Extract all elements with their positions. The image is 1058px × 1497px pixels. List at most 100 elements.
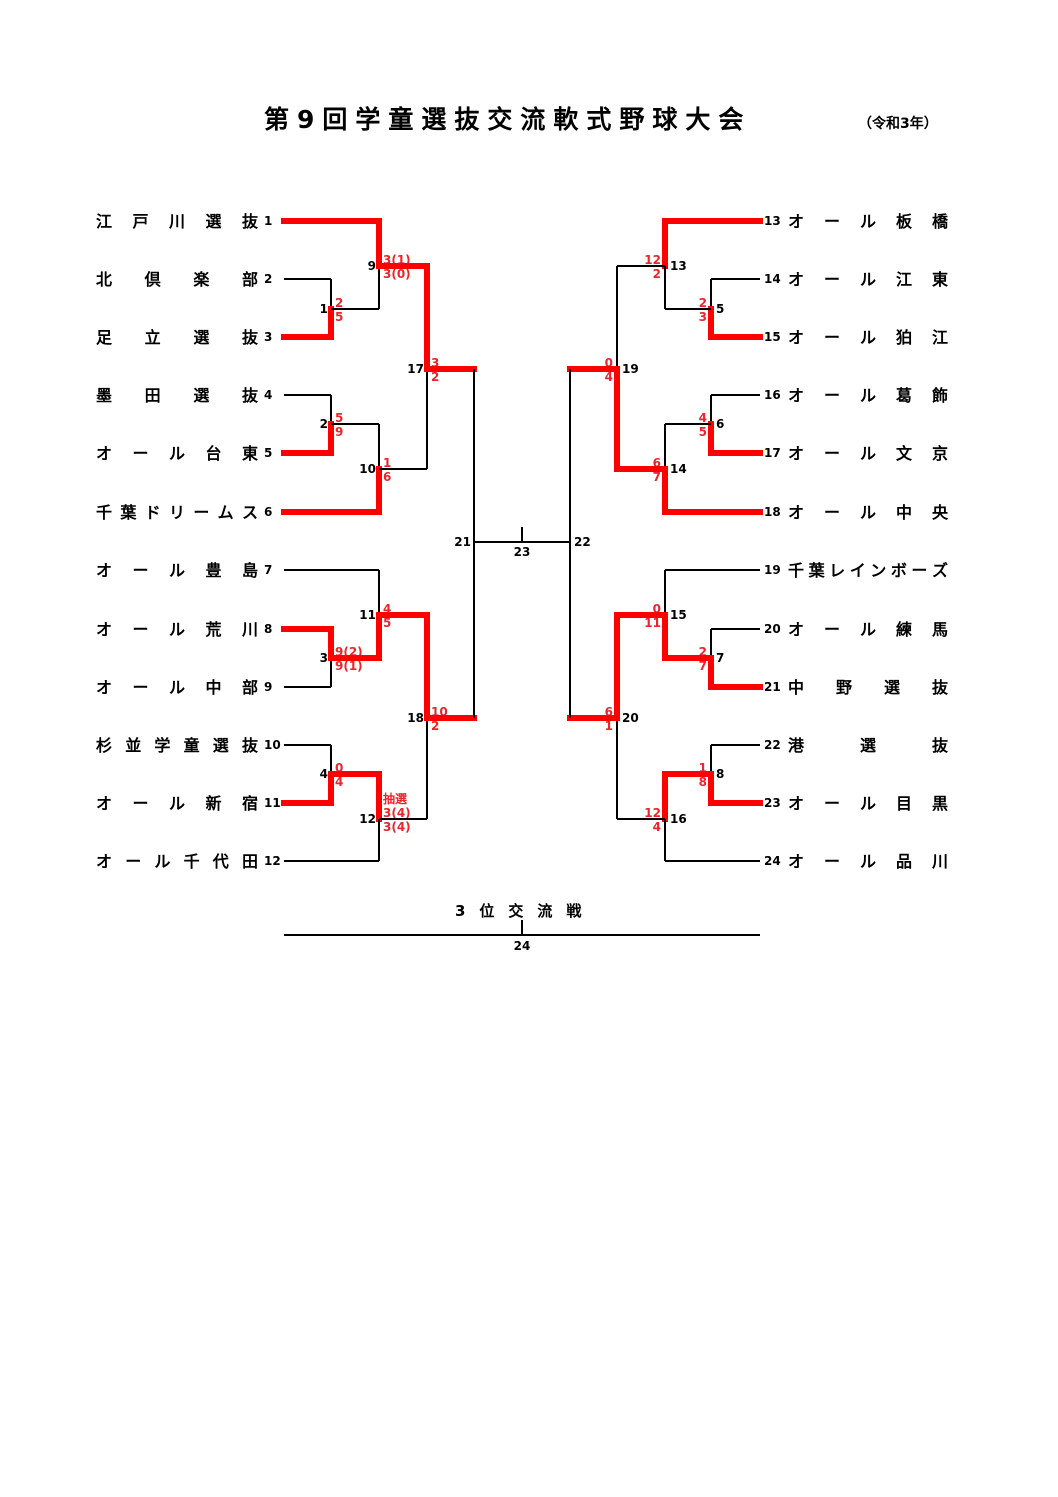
- third-place-title: 3位交流戦: [455, 902, 596, 920]
- team-name-char: 選: [205, 212, 222, 231]
- team-name-char: ル: [168, 794, 185, 813]
- team-name-char: ー: [911, 561, 928, 580]
- match-number: 9: [368, 259, 376, 273]
- team-name-char: 千: [96, 503, 113, 522]
- team-seed-number: 23: [764, 796, 781, 810]
- team-name: オール江東: [788, 268, 948, 289]
- team-name-char: 黒: [931, 794, 948, 813]
- team-name-char: 抜: [241, 212, 258, 231]
- team-seed-number: 13: [764, 214, 781, 228]
- team-name-char: 文: [895, 444, 912, 463]
- team-name-char: ル: [859, 503, 876, 522]
- score-bottom: 2: [431, 370, 439, 384]
- team-name-char: ル: [168, 444, 185, 463]
- team-name-char: 飾: [931, 386, 948, 405]
- team-name-char: 馬: [931, 620, 948, 639]
- team-name-char: 品: [895, 852, 912, 871]
- team-seed-number: 14: [764, 272, 781, 286]
- team-name-char: 東: [931, 270, 948, 289]
- team-name: オール文京: [788, 442, 948, 463]
- score-bottom: 7: [699, 659, 707, 673]
- score-top: 0: [605, 356, 613, 370]
- team-name-char: ー: [823, 386, 840, 405]
- team-name-char: ー: [132, 620, 149, 639]
- score-note: 抽選: [383, 791, 407, 806]
- score-top: 2: [335, 296, 343, 310]
- match-number: 13: [670, 259, 687, 273]
- team-name-char: 選: [212, 736, 229, 755]
- score-top: 1: [383, 456, 391, 470]
- match-number: 21: [454, 535, 471, 549]
- team-name-char: 葉: [808, 561, 825, 580]
- team-name-char: 部: [241, 678, 258, 697]
- team-name-char: 江: [931, 328, 948, 347]
- match-number: 3: [320, 651, 328, 665]
- team-name: オール千代田: [96, 850, 258, 871]
- team-name-char: ー: [823, 852, 840, 871]
- team-seed-number: 18: [764, 505, 781, 519]
- score-top: 3: [431, 356, 439, 370]
- team-name-char: ス: [241, 503, 258, 522]
- score-top: 0: [653, 602, 661, 616]
- team-name-char: ル: [859, 328, 876, 347]
- team-name-char: ー: [823, 503, 840, 522]
- team-name-char: オ: [788, 386, 805, 405]
- team-name-char: ル: [859, 620, 876, 639]
- match-number: 20: [622, 711, 639, 725]
- score-bottom: 3: [699, 310, 707, 324]
- match-number: 23: [514, 545, 531, 559]
- score-top: 12: [644, 253, 661, 267]
- score-top: 12: [644, 806, 661, 820]
- team-name-char: ー: [823, 620, 840, 639]
- team-name-char: 中: [205, 678, 222, 697]
- match-number: 12: [359, 812, 376, 826]
- score-bottom: 5: [383, 616, 391, 630]
- match-number: 15: [670, 608, 687, 622]
- score-top: 5: [335, 411, 343, 425]
- team-name: 中野選抜: [788, 676, 948, 697]
- team-name-char: 港: [788, 736, 805, 755]
- team-name-char: オ: [788, 328, 805, 347]
- score-bottom: 5: [699, 425, 707, 439]
- team-name-char: 抜: [931, 736, 948, 755]
- team-name-char: 北: [96, 270, 113, 289]
- team-name: オール中部: [96, 676, 258, 697]
- team-name-char: 代: [212, 852, 229, 871]
- team-seed-number: 1: [264, 214, 273, 228]
- team-name-char: 並: [125, 736, 142, 755]
- team-name-char: オ: [788, 620, 805, 639]
- team-name: 港選抜: [788, 734, 948, 755]
- team-name-char: 中: [895, 503, 912, 522]
- team-seed-number: 12: [264, 854, 281, 868]
- score-bottom: 4: [653, 820, 661, 834]
- team-name-char: ル: [168, 620, 185, 639]
- team-name-char: 狛: [895, 328, 912, 347]
- score-bottom: 2: [653, 267, 661, 281]
- team-name: オール中央: [788, 501, 948, 522]
- team-name-char: 千: [183, 852, 200, 871]
- score-bottom: 2: [431, 719, 439, 733]
- team-seed-number: 6: [264, 505, 273, 519]
- team-seed-number: 9: [264, 680, 273, 694]
- team-name-char: ズ: [931, 561, 948, 580]
- match-number: 5: [716, 302, 724, 316]
- team-name-char: 戸: [132, 212, 149, 231]
- team-name-char: 橋: [931, 212, 948, 231]
- score-bottom: 1: [605, 719, 613, 733]
- team-name: オール練馬: [788, 618, 948, 639]
- team-seed-number: 3: [264, 330, 273, 344]
- team-name-char: オ: [788, 852, 805, 871]
- score-bottom: 8: [699, 775, 707, 789]
- team-name-char: レ: [829, 561, 846, 580]
- team-name: オール新宿: [96, 792, 258, 813]
- era-year-label: （令和3年）: [858, 116, 938, 132]
- team-name-char: ー: [823, 444, 840, 463]
- team-name-char: 選: [193, 328, 210, 347]
- score-top: 2: [699, 645, 707, 659]
- team-name: 千葉ドリームス: [96, 501, 258, 522]
- team-seed-number: 22: [764, 738, 781, 752]
- team-name-char: 中: [788, 678, 805, 697]
- team-name-char: 江: [96, 212, 113, 231]
- team-name-char: 抜: [931, 678, 948, 697]
- match-number: 4: [320, 767, 328, 781]
